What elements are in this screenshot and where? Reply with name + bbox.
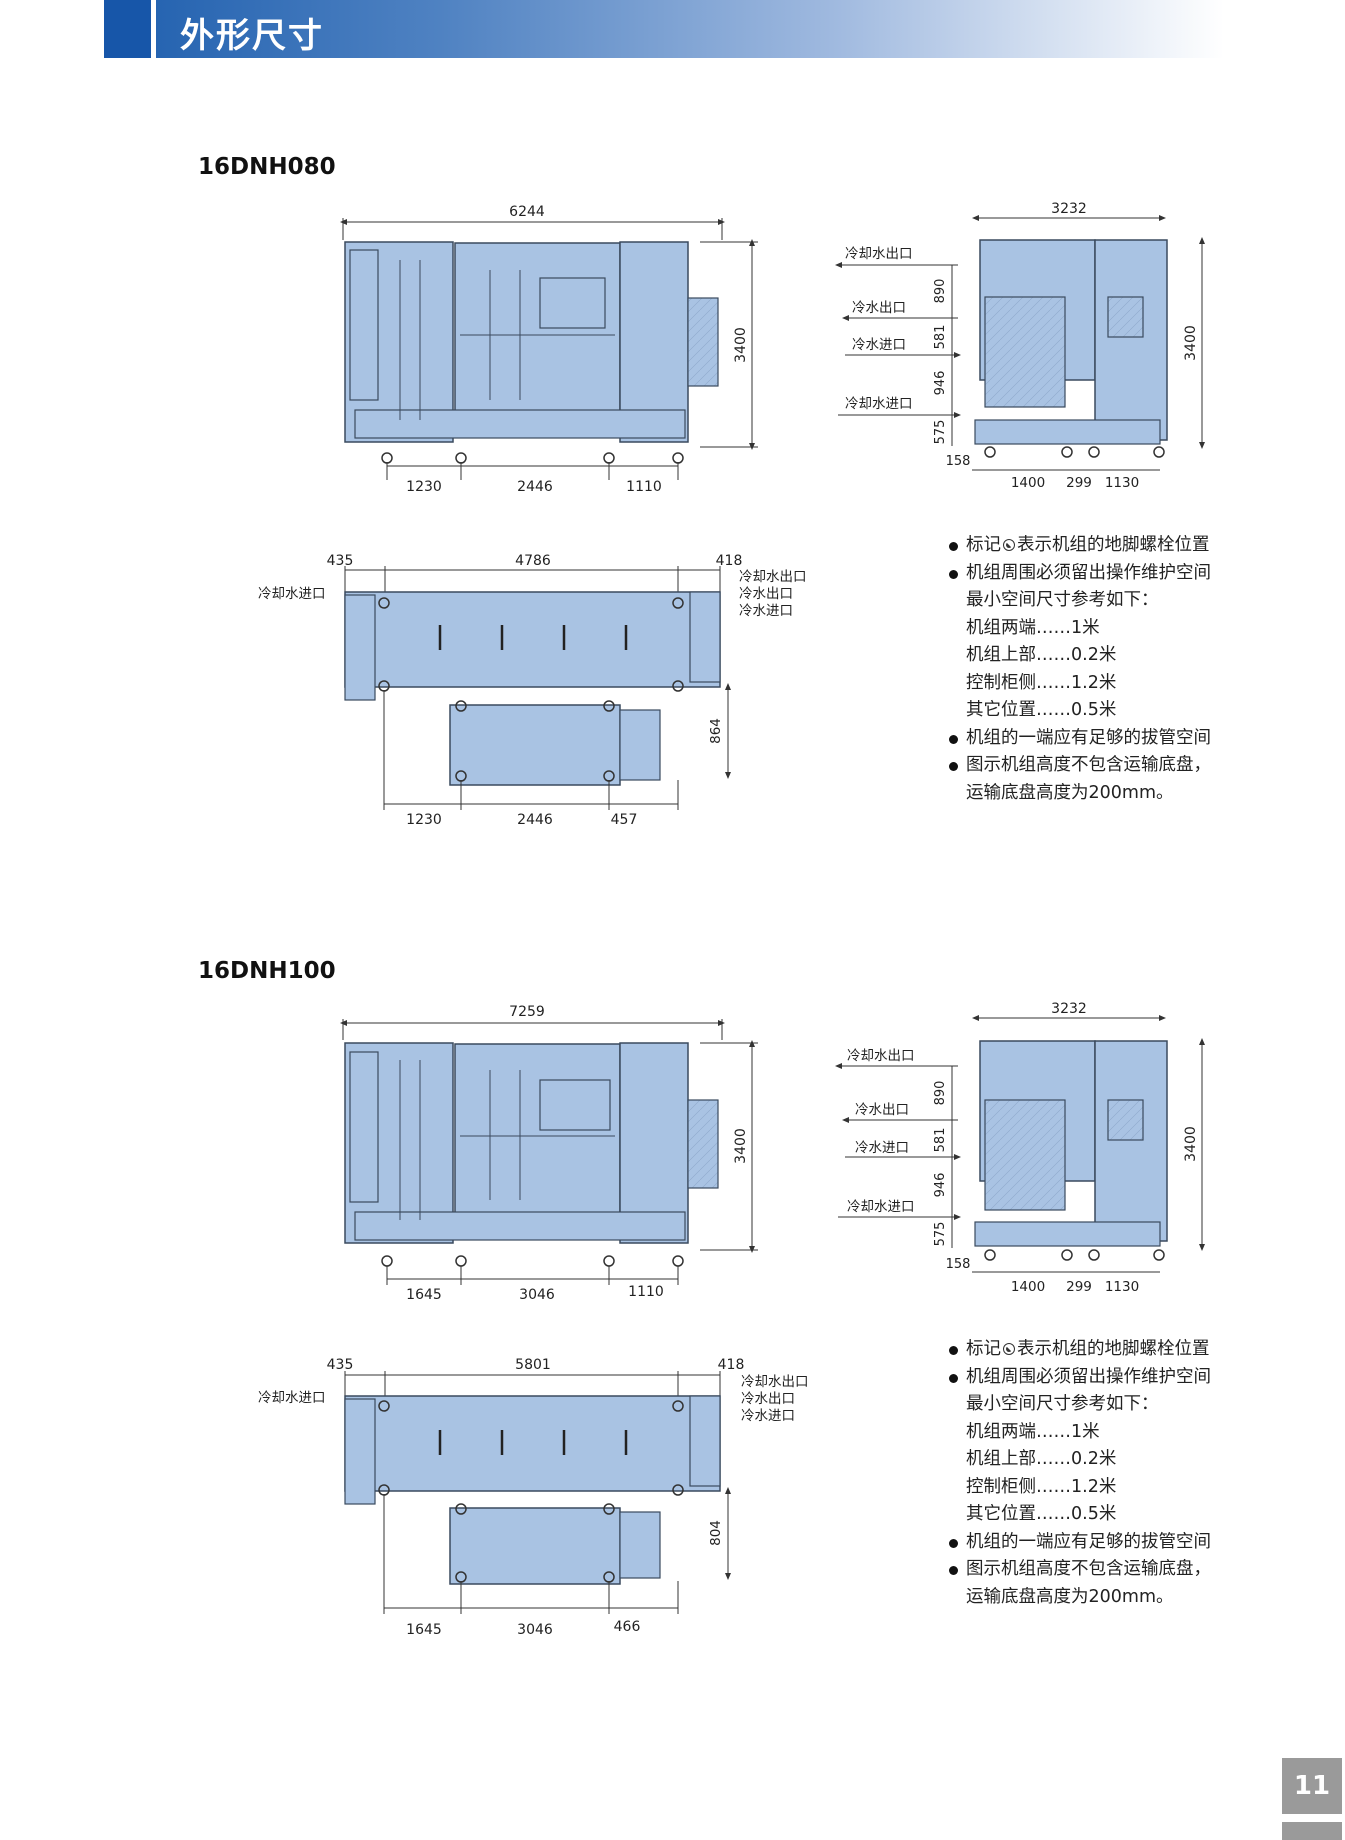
header-bar (104, 0, 1224, 58)
side-view-100: 3232 3400 冷却水出口 冷水出口 冷水进口 冷却水进口 890 581 … (835, 1001, 1205, 1295)
note-space: 机组周围必须留出操作维护空间 (948, 1364, 1211, 1392)
note-chassis: 运输底盘高度为200mm。 (966, 782, 1174, 803)
svg-text:575: 575 (933, 420, 948, 445)
svg-text:946: 946 (933, 371, 948, 396)
svg-text:946: 946 (933, 1173, 948, 1198)
note-other: 其它位置……0.5米 (966, 700, 1117, 720)
svg-text:1645: 1645 (406, 1287, 442, 1303)
notes-080: 标记表示机组的地脚螺栓位置 机组周围必须留出操作维护空间 最小空间尺寸参考如下：… (948, 532, 1211, 807)
front-dim3-080: 1110 (626, 479, 662, 495)
svg-text:冷水进口: 冷水进口 (739, 603, 793, 619)
svg-text:冷却水进口: 冷却水进口 (258, 586, 326, 602)
svg-text:804: 804 (708, 1520, 724, 1546)
side-view-080: 3232 3400 冷却水出口 冷水出口 冷水进口 冷却水进口 890 581 … (835, 201, 1205, 491)
front-dim1-080: 1230 (406, 479, 442, 495)
svg-text:1130: 1130 (1105, 475, 1139, 491)
svg-text:299: 299 (1066, 475, 1092, 491)
note-control: 控制柜侧……1.2米 (966, 1476, 1117, 1497)
note-chassis: 运输底盘高度为200mm。 (966, 1586, 1174, 1607)
svg-text:581: 581 (933, 325, 948, 350)
header-separator (151, 0, 156, 58)
svg-text:418: 418 (718, 1357, 745, 1373)
svg-text:冷却水出口: 冷却水出口 (741, 1374, 809, 1390)
svg-text:890: 890 (933, 279, 948, 304)
note-bolt: 标记表示机组的地脚螺栓位置 (948, 1336, 1211, 1364)
front-view-080: 6244 3400 1230 2446 1110 (340, 204, 758, 495)
svg-text:3400: 3400 (733, 1128, 749, 1164)
svg-text:冷水出口: 冷水出口 (855, 1102, 909, 1118)
svg-text:1130: 1130 (1105, 1279, 1139, 1295)
bolt-icon (1003, 1343, 1015, 1355)
svg-text:3232: 3232 (1051, 201, 1087, 217)
svg-text:581: 581 (933, 1128, 948, 1153)
svg-text:冷却水进口: 冷却水进口 (847, 1199, 915, 1215)
svg-text:冷水进口: 冷水进口 (741, 1408, 795, 1424)
svg-text:3046: 3046 (519, 1287, 555, 1303)
note-min-space: 最小空间尺寸参考如下： (966, 590, 1159, 610)
svg-text:冷却水出口: 冷却水出口 (845, 246, 913, 262)
svg-text:3046: 3046 (517, 1622, 553, 1638)
note-ends: 机组两端……1米 (966, 1421, 1100, 1442)
svg-text:3400: 3400 (1183, 1126, 1199, 1162)
svg-text:冷却水出口: 冷却水出口 (739, 569, 807, 585)
svg-text:1110: 1110 (628, 1284, 664, 1300)
svg-text:864: 864 (708, 718, 724, 744)
svg-text:435: 435 (327, 553, 354, 569)
svg-text:5801: 5801 (515, 1357, 551, 1373)
svg-text:3400: 3400 (1183, 325, 1199, 361)
svg-text:冷却水出口: 冷却水出口 (847, 1048, 915, 1064)
model-title-100: 16DNH100 (198, 958, 336, 984)
svg-text:冷水出口: 冷水出口 (739, 586, 793, 602)
svg-text:575: 575 (933, 1222, 948, 1247)
note-control: 控制柜侧……1.2米 (966, 672, 1117, 693)
note-tube: 机组的一端应有足够的拔管空间 (948, 725, 1211, 753)
note-top: 机组上部……0.2米 (966, 1449, 1117, 1469)
front-height-080: 3400 (733, 327, 749, 363)
page-title: 外形尺寸 (180, 16, 324, 56)
svg-text:418: 418 (716, 553, 743, 569)
svg-text:冷水进口: 冷水进口 (855, 1140, 909, 1156)
svg-text:3232: 3232 (1051, 1001, 1087, 1017)
page-number: 11 (1282, 1758, 1342, 1814)
note-bolt: 标记表示机组的地脚螺栓位置 (948, 532, 1211, 560)
svg-text:1230: 1230 (406, 812, 442, 828)
bolt-icon (1003, 539, 1015, 551)
header-tab (104, 0, 151, 58)
svg-text:冷却水进口: 冷却水进口 (258, 1390, 326, 1406)
notes-100: 标记表示机组的地脚螺栓位置 机组周围必须留出操作维护空间 最小空间尺寸参考如下：… (948, 1336, 1211, 1611)
svg-text:890: 890 (933, 1081, 948, 1106)
svg-text:4786: 4786 (515, 553, 551, 569)
svg-text:2446: 2446 (517, 812, 553, 828)
svg-text:299: 299 (1066, 1279, 1092, 1295)
svg-text:457: 457 (611, 812, 638, 828)
svg-text:158: 158 (946, 454, 971, 469)
svg-text:冷却水进口: 冷却水进口 (845, 396, 913, 412)
note-other: 其它位置……0.5米 (966, 1504, 1117, 1524)
model-title-080: 16DNH080 (198, 154, 336, 180)
svg-text:冷水出口: 冷水出口 (741, 1391, 795, 1407)
svg-text:7259: 7259 (509, 1004, 545, 1020)
top-view-080: 435 4786 418 冷却水进口 冷却水出口 冷水出口 冷水进口 864 1… (258, 553, 807, 828)
svg-text:158: 158 (946, 1257, 971, 1272)
note-height: 图示机组高度不包含运输底盘， (948, 1556, 1211, 1584)
svg-text:1645: 1645 (406, 1622, 442, 1638)
svg-text:1400: 1400 (1011, 475, 1045, 491)
page-strip (1282, 1822, 1342, 1840)
note-ends: 机组两端……1米 (966, 617, 1100, 638)
svg-text:1400: 1400 (1011, 1279, 1045, 1295)
note-height: 图示机组高度不包含运输底盘， (948, 752, 1211, 780)
note-tube: 机组的一端应有足够的拔管空间 (948, 1529, 1211, 1557)
front-dim2-080: 2446 (517, 479, 553, 495)
svg-text:466: 466 (614, 1619, 641, 1635)
note-top: 机组上部……0.2米 (966, 645, 1117, 665)
svg-text:冷水进口: 冷水进口 (852, 337, 906, 353)
svg-text:435: 435 (327, 1357, 354, 1373)
note-space: 机组周围必须留出操作维护空间 (948, 560, 1211, 588)
svg-text:冷水出口: 冷水出口 (852, 300, 906, 316)
front-width-080: 6244 (509, 204, 545, 220)
front-view-100: 7259 3400 1645 3046 1110 (340, 1004, 758, 1303)
top-view-100: 435 5801 418 冷却水进口 冷却水出口 冷水出口 冷水进口 804 1… (258, 1357, 809, 1638)
note-min-space: 最小空间尺寸参考如下： (966, 1394, 1159, 1414)
